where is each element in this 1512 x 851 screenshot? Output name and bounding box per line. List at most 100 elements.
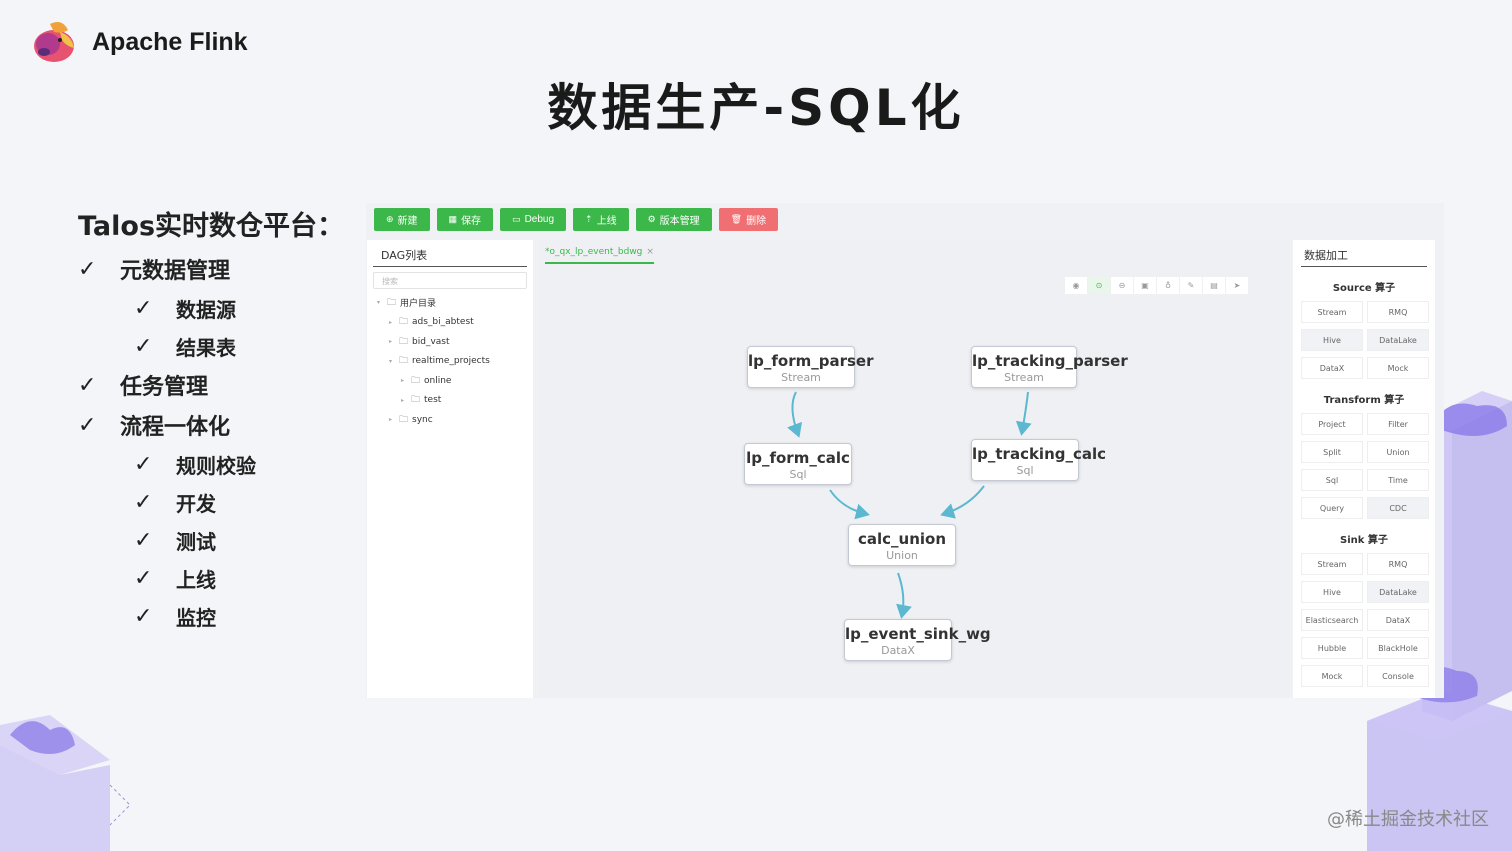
dag-node-tracking-parser[interactable]: lp_tracking_parser Stream <box>971 346 1128 388</box>
tree-item-online[interactable]: ▸🗀online <box>367 371 533 391</box>
outline-heading: Talos实时数仓平台： <box>78 211 345 242</box>
op-source-datalake[interactable]: DataLake <box>1367 329 1429 351</box>
tab-active-job[interactable]: *o_qx_lp_event_bdwg× <box>545 247 654 264</box>
monitor-icon: ▭ <box>512 214 521 224</box>
new-button[interactable]: ⊕新建 <box>374 208 430 231</box>
op-source-hive[interactable]: Hive <box>1301 329 1363 351</box>
op-sink-mock[interactable]: Mock <box>1301 665 1363 687</box>
upload-icon: ⇡ <box>585 214 593 224</box>
outline-item-label: 上线 <box>176 567 216 592</box>
tree-item-root[interactable]: ▾🗀用户目录 <box>367 293 533 313</box>
folder-icon: 🗀 <box>399 414 409 425</box>
outline-item-label: 监控 <box>176 605 216 630</box>
save-icon: ▦ <box>448 214 458 224</box>
save-button[interactable]: ▦保存 <box>436 208 494 231</box>
folder-icon: 🗀 <box>411 395 421 406</box>
op-sink-datax[interactable]: DataX <box>1367 609 1429 631</box>
outline-item-label: 结果表 <box>176 335 236 360</box>
op-sink-stream[interactable]: Stream <box>1301 553 1363 575</box>
zoom-icon[interactable]: ⊖ <box>1111 277 1134 294</box>
op-sink-hubble[interactable]: Hubble <box>1301 637 1363 659</box>
tree-item-test[interactable]: ▸🗀test <box>367 391 533 411</box>
watermark: @稀土掘金技术社区 <box>1327 809 1489 830</box>
dag-node-form-calc[interactable]: lp_form_calc Sql <box>744 443 852 485</box>
target-icon[interactable]: ⊙ <box>1088 277 1111 294</box>
op-sink-console[interactable]: Console <box>1367 665 1429 687</box>
op-sink-rmq[interactable]: RMQ <box>1367 553 1429 575</box>
op-transform-union[interactable]: Union <box>1367 441 1429 463</box>
outline-item-label: 数据源 <box>176 297 236 322</box>
chevron-right-icon[interactable]: ▸ <box>389 338 393 346</box>
outline-subitem: ✓数据源 <box>78 289 358 327</box>
op-source-rmq[interactable]: RMQ <box>1367 301 1429 323</box>
outline-item-label: 开发 <box>176 491 216 516</box>
check-icon: ✓ <box>134 603 153 629</box>
chevron-down-icon[interactable]: ▾ <box>389 357 393 365</box>
pin-icon[interactable]: ♁ <box>1157 277 1180 294</box>
op-transform-cdc[interactable]: CDC <box>1367 497 1429 519</box>
dag-node-sink[interactable]: lp_event_sink_wg DataX <box>844 619 991 661</box>
deploy-button[interactable]: ⇡上线 <box>573 208 629 231</box>
op-transform-time[interactable]: Time <box>1367 469 1429 491</box>
tree-item-bid[interactable]: ▸🗀bid_vast <box>367 332 533 352</box>
edge-tracking-calc-to-union <box>940 485 985 519</box>
debug-button[interactable]: ▭Debug <box>500 208 567 231</box>
dag-search-input[interactable]: 搜索 <box>373 272 527 289</box>
check-icon: ✓ <box>78 256 97 282</box>
folder-icon: 🗀 <box>399 356 409 367</box>
op-sink-datalake[interactable]: DataLake <box>1367 581 1429 603</box>
eye-icon[interactable]: ◉ <box>1065 277 1088 294</box>
tree-item-ads[interactable]: ▸🗀ads_bi_abtest <box>367 313 533 333</box>
outline-subitem: ✓测试 <box>78 521 358 559</box>
sink-ops-title: Sink 算子 <box>1340 535 1388 546</box>
check-icon: ✓ <box>78 372 97 398</box>
chevron-right-icon[interactable]: ▸ <box>389 318 393 326</box>
dag-node-tracking-calc[interactable]: lp_tracking_calc Sql <box>971 439 1106 481</box>
tree-item-realtime[interactable]: ▾🗀realtime_projects <box>367 352 533 372</box>
dag-edges <box>787 391 1032 619</box>
op-sink-hive[interactable]: Hive <box>1301 581 1363 603</box>
transform-ops-title: Transform 算子 <box>1323 395 1405 406</box>
dag-canvas[interactable]: *o_qx_lp_event_bdwg× ◉ ⊙ ⊖ ▣ ♁ ✎ ▤ ➤ lp_ <box>538 240 1290 698</box>
op-source-datax[interactable]: DataX <box>1301 357 1363 379</box>
dag-list-panel: DAG列表 搜索 ▾🗀用户目录 ▸🗀ads_bi_abtest ▸🗀bid_va… <box>367 240 533 698</box>
version-button[interactable]: ⚙版本管理 <box>635 208 712 231</box>
toolbar: ⊕新建 ▦保存 ▭Debug ⇡上线 ⚙版本管理 🗑删除 <box>374 208 779 231</box>
op-sink-elasticsearch[interactable]: Elasticsearch <box>1301 609 1363 631</box>
send-icon[interactable]: ➤ <box>1226 277 1249 294</box>
check-icon: ✓ <box>134 333 153 359</box>
chevron-right-icon[interactable]: ▸ <box>389 416 393 424</box>
folder-icon: 🗀 <box>387 297 397 308</box>
canvas-toolbar: ◉ ⊙ ⊖ ▣ ♁ ✎ ▤ ➤ <box>1065 277 1249 294</box>
trash-icon: 🗑 <box>730 214 743 224</box>
op-sink-blackhole[interactable]: BlackHole <box>1367 637 1429 659</box>
op-transform-split[interactable]: Split <box>1301 441 1363 463</box>
chevron-right-icon[interactable]: ▸ <box>401 377 405 385</box>
slide-title: 数据生产-SQL化 <box>547 79 965 137</box>
source-ops-grid: Stream RMQ Hive DataLake DataX Mock <box>1293 301 1435 379</box>
flink-logo-icon <box>34 22 74 62</box>
plus-circle-icon: ⊕ <box>386 214 394 224</box>
op-transform-sql[interactable]: Sql <box>1301 469 1363 491</box>
close-icon[interactable]: × <box>646 247 654 257</box>
op-source-stream[interactable]: Stream <box>1301 301 1363 323</box>
frame-icon[interactable]: ▣ <box>1134 277 1157 294</box>
outline-item-label: 流程一体化 <box>120 415 231 440</box>
delete-button[interactable]: 🗑删除 <box>718 208 779 231</box>
chevron-down-icon[interactable]: ▾ <box>377 299 381 307</box>
edge-form-parser-to-calc <box>787 391 803 438</box>
tree-item-sync[interactable]: ▸🗀sync <box>367 410 533 430</box>
doc-icon[interactable]: ▤ <box>1203 277 1226 294</box>
dag-node-form-parser[interactable]: lp_form_parser Stream <box>747 346 874 388</box>
chevron-right-icon[interactable]: ▸ <box>401 396 405 404</box>
operators-panel-title: 数据加工 <box>1301 240 1427 267</box>
check-icon: ✓ <box>134 565 153 591</box>
edit-icon[interactable]: ✎ <box>1180 277 1203 294</box>
outline-item: ✓元数据管理 <box>78 249 358 289</box>
dag-node-union[interactable]: calc_union Union <box>848 524 956 566</box>
op-source-mock[interactable]: Mock <box>1367 357 1429 379</box>
op-transform-filter[interactable]: Filter <box>1367 413 1429 435</box>
op-transform-project[interactable]: Project <box>1301 413 1363 435</box>
op-transform-query[interactable]: Query <box>1301 497 1363 519</box>
check-icon: ✓ <box>134 451 153 477</box>
